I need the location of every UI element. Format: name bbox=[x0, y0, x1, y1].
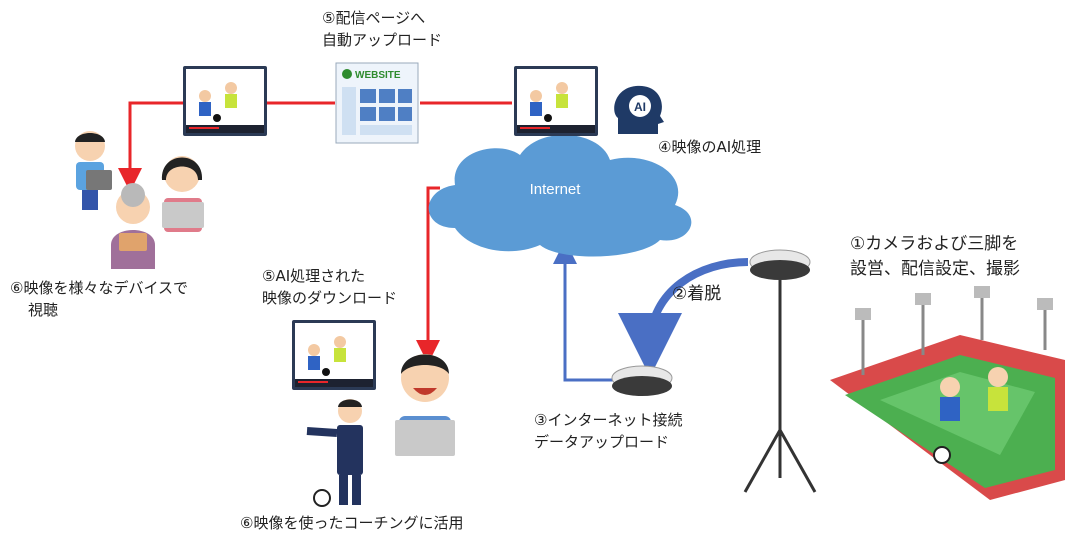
soccer-ball-icon bbox=[313, 489, 331, 507]
viewer-boy bbox=[75, 131, 112, 210]
label-step6-devices-line2: 視聴 bbox=[28, 301, 59, 319]
label-step6-devices-line1: ⑥映像を様々なデバイスで bbox=[10, 279, 188, 297]
cloud-label: Internet bbox=[530, 181, 582, 198]
downloader-person bbox=[395, 354, 455, 456]
tablet-icon bbox=[86, 170, 112, 190]
viewer-grandma bbox=[111, 183, 155, 269]
red-links bbox=[118, 101, 565, 364]
camera-icon bbox=[749, 249, 811, 280]
label-step5-download-line1: ⑤AI処理された bbox=[262, 267, 366, 285]
label-step4: ④映像のAI処理 bbox=[658, 138, 762, 156]
label-step2: ②着脱 bbox=[672, 284, 722, 304]
label-step3-line1: ③インターネット接続 bbox=[534, 411, 683, 429]
label-step5-download-line2: 映像のダウンロード bbox=[262, 289, 398, 307]
label-step5-page-line1: ⑤配信ページへ bbox=[322, 9, 426, 27]
label-step3-line2: データアップロード bbox=[534, 433, 670, 451]
video-player-icon bbox=[183, 66, 267, 136]
laptop-icon bbox=[395, 420, 455, 456]
coach bbox=[306, 399, 363, 507]
label-step6-coaching: ⑥映像を使ったコーチングに活用 bbox=[240, 514, 464, 532]
ai-badge: AI bbox=[634, 100, 646, 114]
viewer-woman bbox=[161, 156, 204, 232]
tripod-icon bbox=[743, 280, 817, 493]
laptop-icon bbox=[162, 202, 204, 228]
video-player-icon bbox=[514, 66, 598, 136]
ai-head-icon: AI bbox=[614, 85, 664, 134]
video-player-icon bbox=[292, 320, 376, 390]
blue-links bbox=[553, 240, 749, 382]
website-icon: WEBSITE bbox=[335, 62, 419, 144]
label-step1-line2: 設営、配信設定、撮影 bbox=[850, 259, 1020, 279]
camera-icon bbox=[611, 365, 673, 396]
label-step1-line1: ①カメラおよび三脚を bbox=[850, 234, 1019, 254]
stadium-icon bbox=[830, 286, 1065, 500]
internet-cloud: Internet bbox=[428, 134, 692, 257]
website-logo: WEBSITE bbox=[355, 70, 401, 81]
soccer-ball-icon bbox=[933, 446, 951, 464]
label-step5-page-line2: 自動アップロード bbox=[322, 31, 443, 49]
